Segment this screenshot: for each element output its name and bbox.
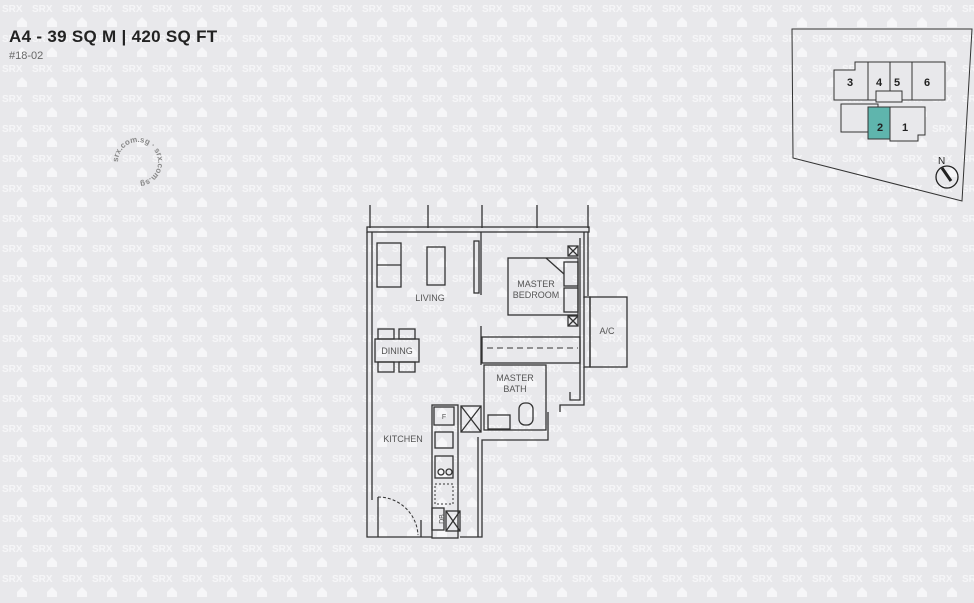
shaft xyxy=(460,405,482,433)
key-unit-2: 2 xyxy=(877,122,883,134)
tv-console xyxy=(473,240,480,294)
key-unit-1: 1 xyxy=(902,122,908,134)
srx-seal-logo: srx.com.sg · srx.com.sg xyxy=(111,135,165,189)
hob xyxy=(434,455,454,479)
label-living: LIVING xyxy=(415,293,445,303)
svg-text:srx.com.sg · srx.com.sg: srx.com.sg · srx.com.sg xyxy=(111,135,165,189)
north-label: N xyxy=(938,156,945,167)
label-master-bedroom: MASTER xyxy=(517,279,555,289)
compass-icon xyxy=(935,165,959,189)
key-plan: 3 4 5 6 2 1 N xyxy=(791,28,973,202)
key-unit-6: 6 xyxy=(924,77,930,89)
unit-number: #18-02 xyxy=(9,50,44,62)
label-master-bath-2: BATH xyxy=(503,384,526,394)
toilet xyxy=(518,402,534,426)
key-unit-4: 4 xyxy=(876,77,883,89)
kitchen-counter xyxy=(431,404,459,539)
key-unit-5: 5 xyxy=(894,77,900,89)
key-unit-3: 3 xyxy=(847,77,853,89)
label-db: DB xyxy=(439,514,446,524)
coffee-table xyxy=(426,246,446,286)
oven xyxy=(434,483,454,505)
label-dining: DINING xyxy=(381,346,413,356)
sink xyxy=(434,431,454,449)
basin xyxy=(487,414,511,430)
master-bath xyxy=(483,364,547,431)
label-fridge: F xyxy=(442,414,446,421)
page-title: A4 - 39 SQ M | 420 SQ FT xyxy=(9,27,218,46)
label-ac: A/C xyxy=(599,326,615,336)
entry-door[interactable] xyxy=(377,496,422,537)
walls xyxy=(366,232,628,538)
db-box xyxy=(431,507,445,531)
fridge xyxy=(433,406,455,426)
wardrobe xyxy=(481,336,581,364)
label-master-bedroom-2: BEDROOM xyxy=(513,290,560,300)
label-master-bath: MASTER xyxy=(496,373,534,383)
label-kitchen: KITCHEN xyxy=(383,434,423,444)
dining-table xyxy=(374,338,420,363)
window-mullions xyxy=(366,205,590,233)
